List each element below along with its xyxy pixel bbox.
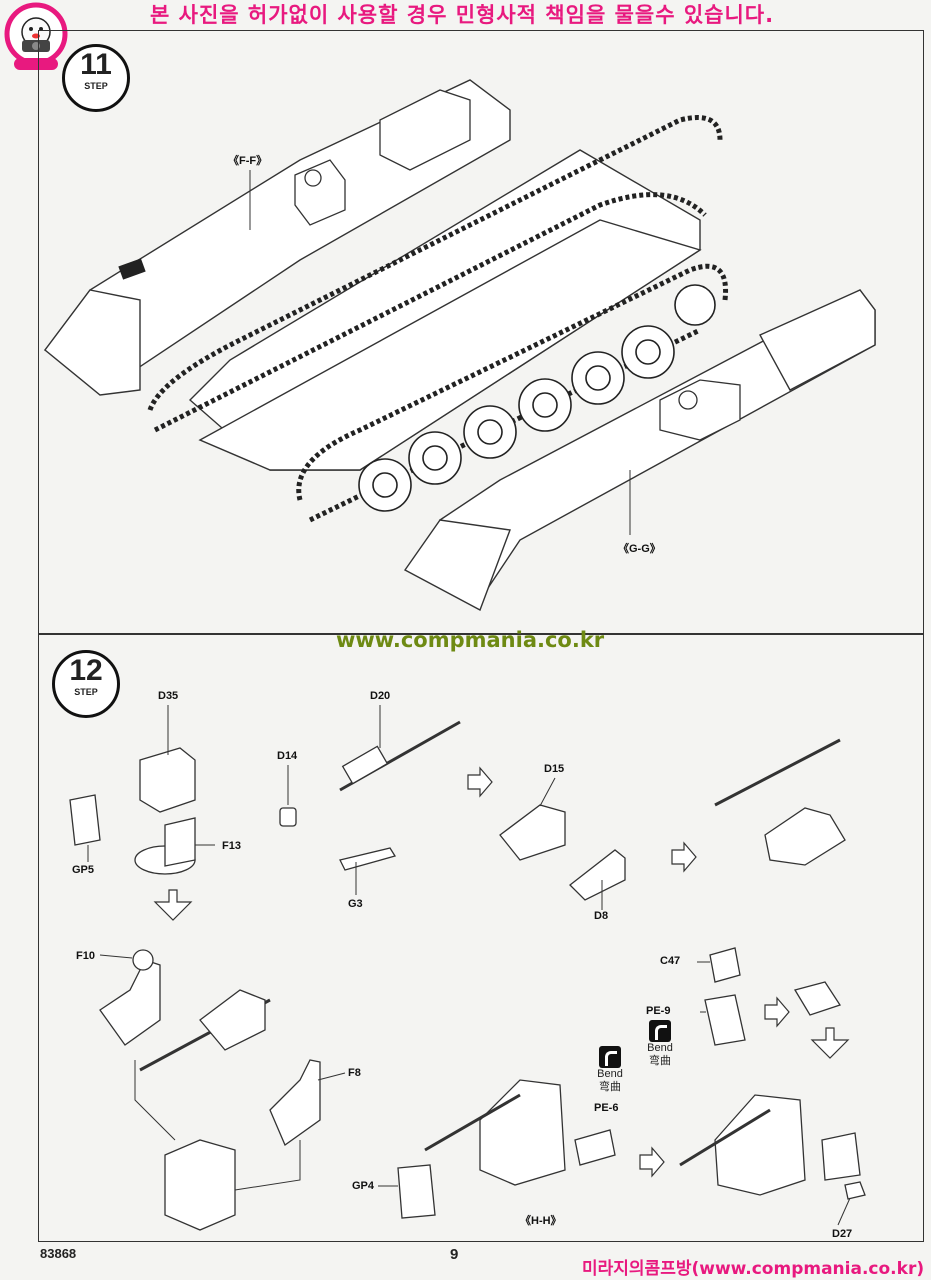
bend-icon — [649, 1020, 671, 1042]
step11-frame — [38, 30, 924, 634]
bend-label-en: Bend — [597, 1068, 623, 1080]
part-pe9: PE-9 — [646, 1005, 671, 1017]
part-f10: F10 — [76, 950, 95, 962]
part-gp5: GP5 — [72, 864, 95, 876]
part-d27: D27 — [832, 1228, 853, 1240]
part-f8: F8 — [348, 1067, 361, 1079]
copyright-warning: 본 사진을 허가없이 사용할 경우 민형사적 책임을 물을수 있습니다. — [150, 3, 775, 27]
part-d35: D35 — [158, 690, 179, 702]
step12-word: STEP — [74, 687, 98, 697]
part-pe6: PE-6 — [594, 1102, 619, 1114]
step11-number: 11 — [80, 48, 112, 81]
page-number: 9 — [450, 1246, 459, 1263]
bend-label-cn: 弯曲 — [599, 1081, 621, 1093]
catalog-number: 83868 — [40, 1246, 77, 1261]
part-gp4: GP4 — [352, 1180, 375, 1192]
step11-badge: 11 STEP — [62, 44, 130, 112]
part-g3: G3 — [348, 898, 363, 910]
footer-site: 미라지의콤프방(www.compmania.co.kr) — [582, 1259, 925, 1279]
bend-note-pe6: Bend 弯曲 — [590, 1046, 630, 1094]
part-d14: D14 — [277, 750, 298, 762]
step12-number: 12 — [69, 654, 103, 687]
bend-icon — [599, 1046, 621, 1068]
step11-word: STEP — [84, 81, 108, 91]
bend-label-en: Bend — [647, 1042, 673, 1054]
label-ff: 《F-F》 — [228, 155, 268, 167]
part-c47: C47 — [660, 955, 681, 967]
bend-label-cn: 弯曲 — [649, 1055, 671, 1067]
label-hh: 《H-H》 — [520, 1215, 562, 1227]
part-d15: D15 — [544, 763, 565, 775]
step12-frame — [38, 634, 924, 1242]
step12-badge: 12 STEP — [52, 650, 120, 718]
bend-note-pe9: Bend 弯曲 — [640, 1020, 680, 1068]
mascot-logo — [4, 2, 68, 86]
part-d8: D8 — [594, 910, 609, 922]
label-gg: 《G-G》 — [618, 543, 661, 555]
watermark-url: www.compmania.co.kr — [336, 628, 605, 652]
part-d20: D20 — [370, 690, 391, 702]
part-f13: F13 — [222, 840, 241, 852]
